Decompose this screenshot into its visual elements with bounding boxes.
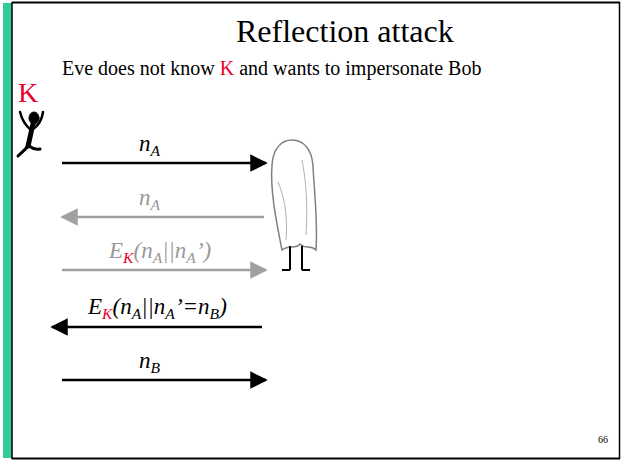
subscript-text: A (186, 249, 196, 266)
subscript-text: A (153, 249, 163, 266)
message-arrow (62, 216, 264, 219)
subscript-text: A (165, 305, 175, 322)
label-text: (n (133, 238, 152, 263)
subscript-text: K (102, 305, 112, 322)
label-text: K (220, 57, 234, 79)
ghost-figure (272, 140, 317, 270)
label-group: K (18, 78, 38, 109)
label-text: E (109, 238, 123, 263)
label-group: 66 (598, 434, 608, 445)
label-text: ’) (196, 238, 211, 263)
frame-line (12, 2, 620, 4)
message-arrow (62, 269, 266, 272)
label-group: EK(nA||nA’=nB) (88, 294, 227, 322)
subscript-text: A (132, 305, 142, 322)
label-text: E (88, 294, 102, 319)
label-text: ||n (141, 294, 165, 319)
message-arrow (62, 379, 266, 382)
message-arrow (52, 326, 262, 329)
label-text: (n (112, 294, 131, 319)
subscript-text: K (123, 249, 133, 266)
label-text: ) (219, 294, 227, 319)
frame-line (12, 458, 620, 460)
frame-line (11, 2, 13, 459)
label-group: EK(nA||nA’) (109, 238, 211, 266)
label-text: ’=n (175, 294, 210, 319)
label-group: nA (139, 185, 160, 213)
label-text: and wants to impersonate Bob (239, 57, 481, 79)
subscript-text: B (151, 359, 161, 376)
label-group: nB (139, 348, 160, 376)
subscript-text: A (151, 142, 161, 159)
message-arrow (62, 162, 266, 165)
accent-bar (3, 3, 12, 458)
label-text: n (139, 131, 151, 156)
subscript-text: A (151, 196, 161, 213)
label-group: nA (139, 131, 160, 159)
label-group: Eve does not knowKand wants to impersona… (62, 57, 481, 79)
label-text: Eve does not know (62, 57, 215, 79)
label-text: n (139, 348, 151, 373)
label-text: 66 (598, 434, 608, 445)
label-text: n (139, 185, 151, 210)
label-text: K (18, 77, 38, 108)
stick-figure (18, 112, 43, 156)
label-text: ||n (162, 238, 186, 263)
subscript-text: B (210, 305, 220, 322)
slide-title: Reflection attack (236, 14, 454, 49)
frame-line (619, 2, 621, 459)
